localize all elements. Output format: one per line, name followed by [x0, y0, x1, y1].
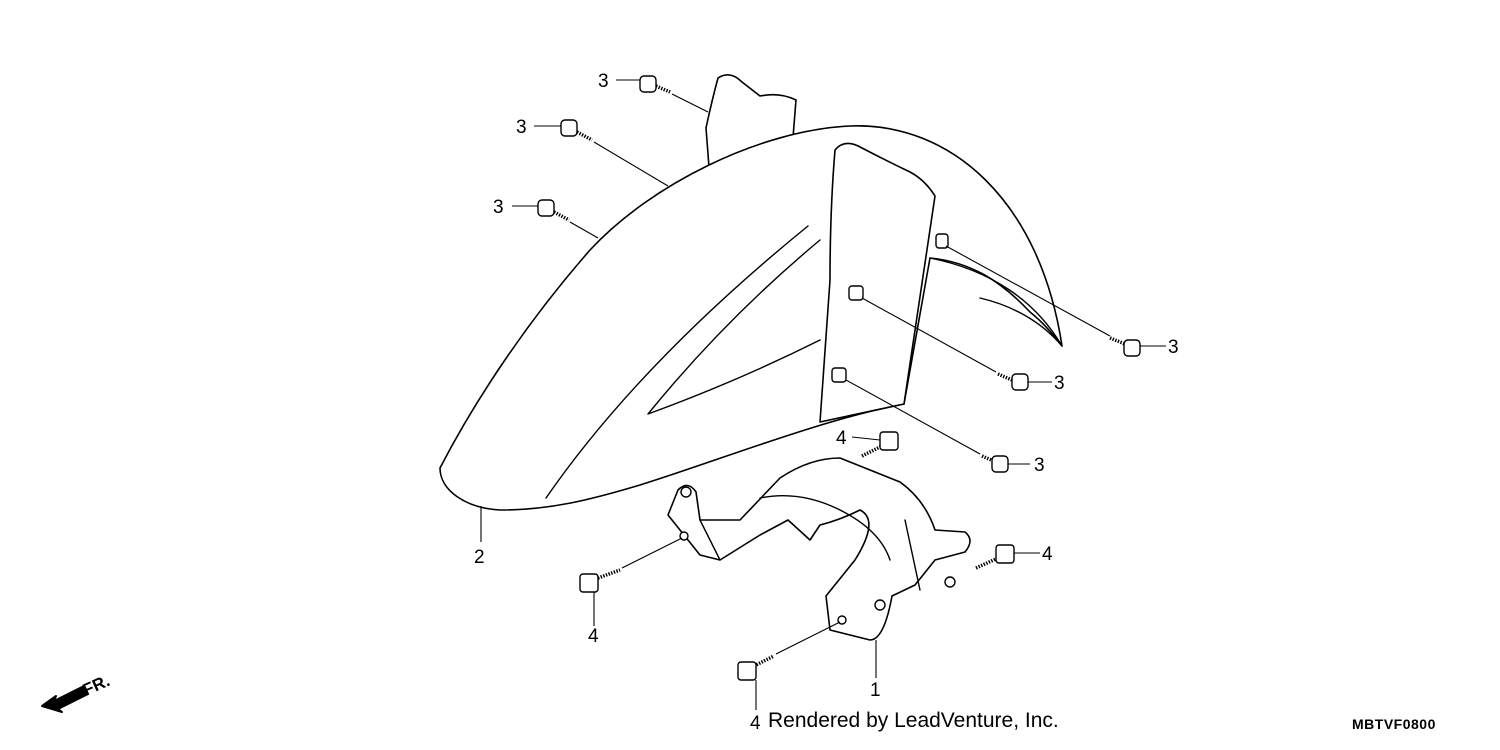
leader-lines: [480, 79, 1166, 710]
bolt-4-c[interactable]: [975, 544, 1015, 570]
bolt-4-a[interactable]: [861, 431, 899, 458]
front-fender[interactable]: [439, 74, 1063, 511]
callout-2: 2: [474, 547, 485, 568]
callout-1: 1: [870, 680, 881, 701]
screw-3-d[interactable]: [1109, 336, 1141, 357]
callout-3: 3: [1034, 455, 1045, 476]
diagram-code: MBTVF0800: [1352, 716, 1436, 732]
screw-3-b[interactable]: [560, 119, 593, 142]
screw-3-e[interactable]: [997, 372, 1029, 391]
bolt-4-d[interactable]: [737, 654, 775, 681]
callout-3: 3: [1168, 337, 1179, 358]
callout-4: 4: [1042, 544, 1053, 565]
screw-3-f[interactable]: [981, 454, 1009, 473]
screw-3-c[interactable]: [537, 199, 570, 222]
callout-3: 3: [516, 117, 527, 138]
front-fender-stay[interactable]: [667, 457, 971, 641]
callout-3: 3: [598, 71, 609, 92]
callout-3: 3: [493, 197, 504, 218]
bolt-4-b[interactable]: [579, 568, 621, 593]
callout-4: 4: [588, 626, 599, 647]
front-direction-arrow-icon: FR.: [41, 671, 113, 713]
direction-label: FR.: [80, 671, 113, 699]
callout-3: 3: [1054, 373, 1065, 394]
callout-4: 4: [836, 428, 847, 449]
screw-3-a[interactable]: [639, 75, 671, 94]
credit-text: Rendered by LeadVenture, Inc.: [768, 709, 1059, 732]
callout-4: 4: [750, 713, 761, 734]
